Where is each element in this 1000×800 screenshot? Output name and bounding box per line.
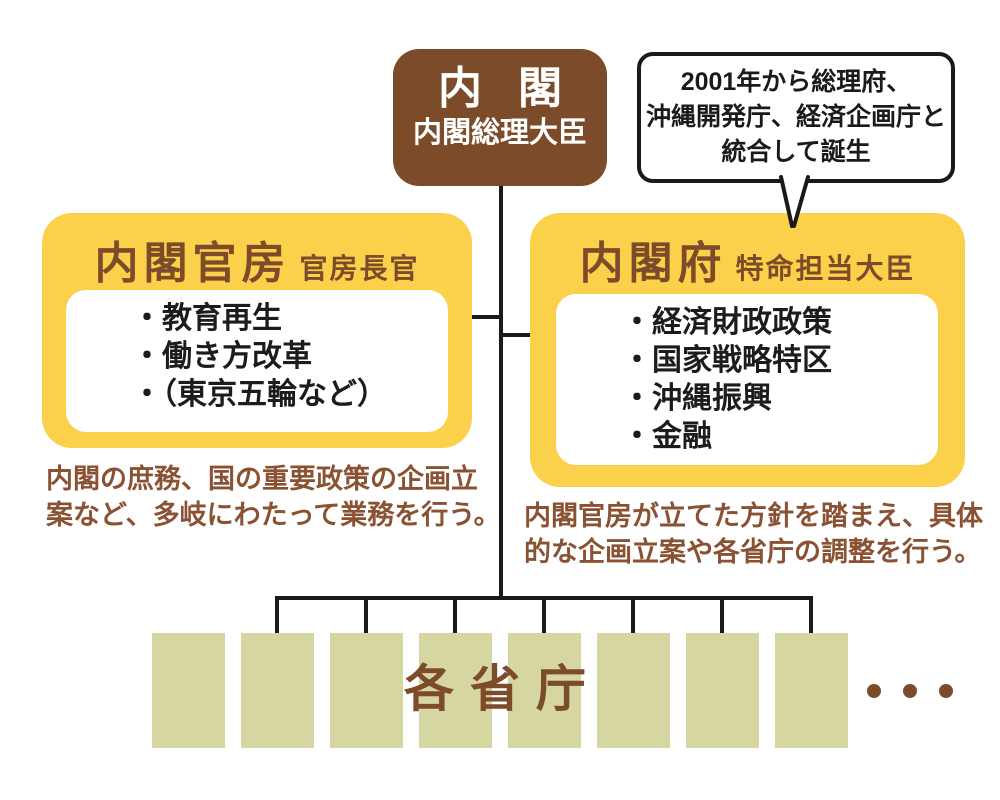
ministry-box bbox=[508, 633, 581, 748]
connector-secretariat-stub bbox=[470, 315, 501, 319]
ministry-box bbox=[152, 633, 225, 748]
ministry-box bbox=[419, 633, 492, 748]
connector-cabinet-office-stub bbox=[501, 333, 530, 337]
cabinet-office-caption: 内閣官房が立てた方針を踏まえ、具体 的な企画立案や各省庁の調整を行う。 bbox=[524, 498, 983, 570]
task-item: ・沖縄振興 bbox=[622, 382, 772, 415]
ministry-box bbox=[597, 633, 670, 748]
task-item: ・国家戦略特区 bbox=[622, 344, 832, 377]
connector-ministry-drop bbox=[631, 598, 635, 634]
connector-ministry-drop bbox=[720, 598, 724, 634]
cabinet-subtitle: 内閣総理大臣 bbox=[412, 117, 587, 149]
ministry-box bbox=[241, 633, 314, 748]
secretariat-caption: 内閣の庶務、国の重要政策の企画立 案など、多岐にわたって業務を行う。 bbox=[46, 461, 501, 533]
cabinet-office-header: 内閣府 特命担当大臣 bbox=[530, 213, 965, 291]
ministry-box bbox=[775, 633, 848, 748]
secretariat-title: 内閣官房 bbox=[94, 239, 291, 288]
more-ministries-dots bbox=[867, 684, 953, 698]
bubble-line: 2001年から総理府、 bbox=[680, 68, 912, 96]
dot-icon bbox=[867, 684, 881, 698]
connector-cabinet-vertical bbox=[499, 184, 503, 598]
connector-ministry-drop bbox=[275, 598, 279, 634]
connector-ministry-drop bbox=[364, 598, 368, 634]
cabinet-office-task-list: ・経済財政政策 ・国家戦略特区 ・沖縄振興 ・金融 bbox=[556, 294, 938, 456]
cabinet-box: 内閣 内閣総理大臣 bbox=[393, 49, 607, 186]
ministry-box bbox=[330, 633, 403, 748]
speech-bubble-tail-icon bbox=[779, 175, 810, 228]
connector-ministry-drop bbox=[453, 598, 457, 634]
task-item: ・（東京五輪など） bbox=[132, 378, 387, 411]
task-item: ・働き方改革 bbox=[132, 340, 312, 373]
cabinet-office-box: 内閣府 特命担当大臣 ・経済財政政策 ・国家戦略特区 ・沖縄振興 ・金融 bbox=[530, 213, 965, 487]
speech-bubble: 2001年から総理府、 沖縄開発庁、経済企画庁と 統合して誕生 bbox=[637, 52, 955, 183]
caption-line: 案など、多岐にわたって業務を行う。 bbox=[46, 500, 501, 530]
caption-line: 内閣の庶務、国の重要政策の企画立 bbox=[46, 464, 478, 494]
dot-icon bbox=[939, 684, 953, 698]
dot-icon bbox=[903, 684, 917, 698]
ministry-box bbox=[686, 633, 759, 748]
cabinet-title: 内閣 bbox=[438, 64, 598, 113]
task-item: ・教育再生 bbox=[132, 302, 282, 335]
secretariat-task-panel: ・教育再生 ・働き方改革 ・（東京五輪など） bbox=[66, 290, 448, 432]
connector-ministry-drop bbox=[542, 598, 546, 634]
bubble-line: 統合して誕生 bbox=[721, 138, 871, 166]
task-item: ・金融 bbox=[622, 420, 712, 453]
caption-line: 内閣官房が立てた方針を踏まえ、具体 bbox=[524, 501, 983, 531]
secretariat-minister-label: 官房長官 bbox=[299, 253, 420, 284]
bubble-line: 沖縄開発庁、経済企画庁と bbox=[645, 103, 946, 131]
ministries-label: 各省庁 bbox=[404, 661, 602, 717]
task-item: ・経済財政政策 bbox=[622, 306, 832, 339]
cabinet-office-title: 内閣府 bbox=[579, 239, 727, 288]
cabinet-office-task-panel: ・経済財政政策 ・国家戦略特区 ・沖縄振興 ・金融 bbox=[556, 294, 938, 465]
secretariat-header: 内閣官房 官房長官 bbox=[42, 213, 472, 291]
cabinet-office-minister-label: 特命担当大臣 bbox=[735, 253, 916, 284]
caption-line: 的な企画立案や各省庁の調整を行う。 bbox=[524, 537, 982, 567]
secretariat-box: 内閣官房 官房長官 ・教育再生 ・働き方改革 ・（東京五輪など） bbox=[42, 213, 472, 448]
connector-ministry-drop bbox=[809, 598, 813, 634]
secretariat-task-list: ・教育再生 ・働き方改革 ・（東京五輪など） bbox=[66, 290, 448, 414]
